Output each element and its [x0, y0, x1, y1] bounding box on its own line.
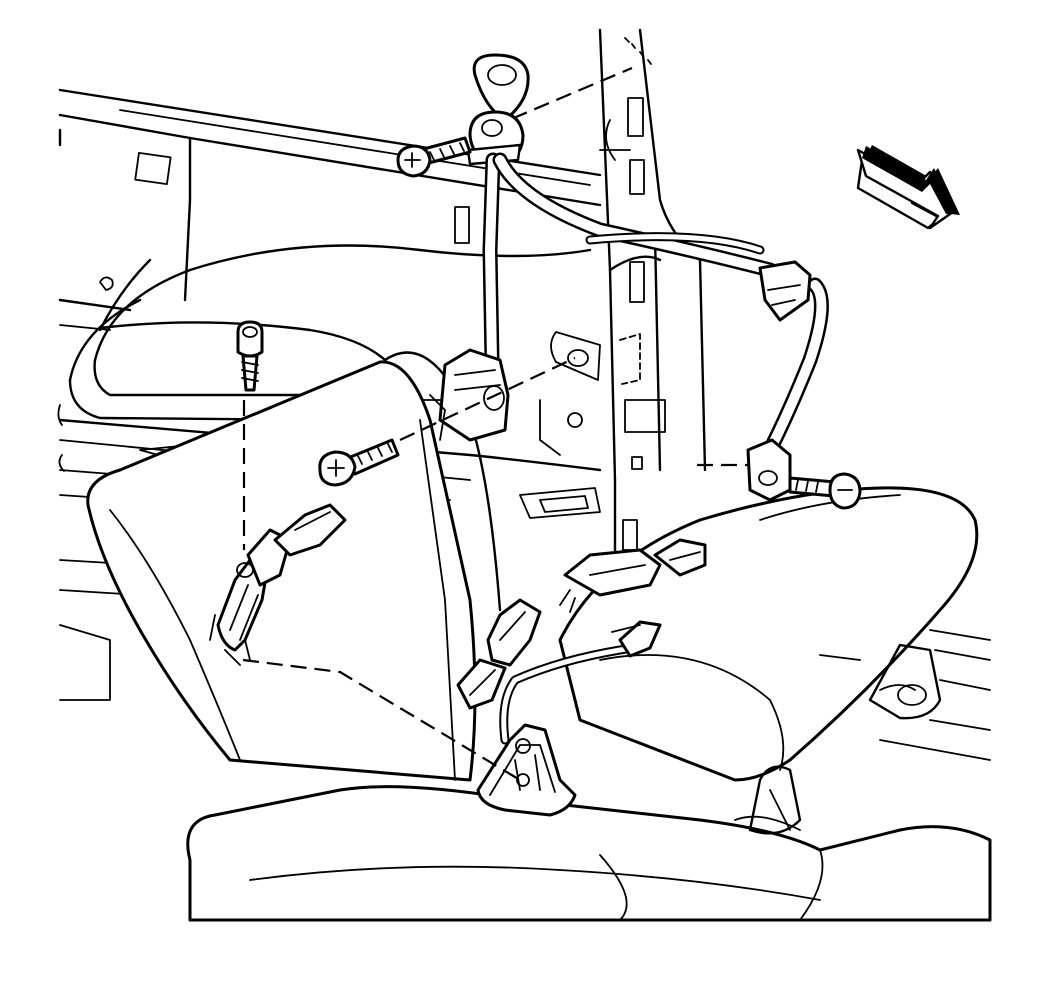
bolt-icon: [396, 144, 432, 178]
direction-arrow-icon: [856, 145, 960, 230]
center-retractor: [429, 348, 510, 442]
center-floor-anchor: [476, 723, 577, 817]
b-pillar: [539, 28, 707, 562]
seat-belt-webbing: [482, 152, 829, 458]
belt-guide-clip: [758, 260, 812, 322]
pillar-slot: [631, 456, 643, 470]
seat-cushion: [186, 785, 992, 922]
pillar-slot: [627, 97, 644, 137]
bolt-upper-anchor: [396, 136, 472, 178]
center-buckle-webbing: [499, 620, 662, 745]
pillar-slot: [624, 399, 666, 433]
left-buckle-assembly: [209, 503, 347, 666]
panel-slot: [134, 151, 172, 185]
upper-anchor-guide: [466, 53, 530, 166]
pillar-slot: [622, 519, 638, 551]
seat-back-upper: [68, 244, 592, 422]
bolt-center-retractor: [318, 357, 576, 487]
bolt-left-buckle: [236, 320, 264, 392]
panel-hole: [99, 276, 114, 291]
center-buckle-pair: [456, 538, 707, 710]
seat-rail-right: [734, 629, 991, 835]
bolt-lower-right: [788, 472, 862, 510]
lower-right-anchor: [746, 438, 792, 502]
pillar-slot: [629, 261, 645, 303]
floor-slot: [519, 487, 601, 519]
bolt-icon: [828, 472, 862, 510]
pillar-slot: [629, 159, 645, 195]
panel-slot: [454, 206, 470, 244]
